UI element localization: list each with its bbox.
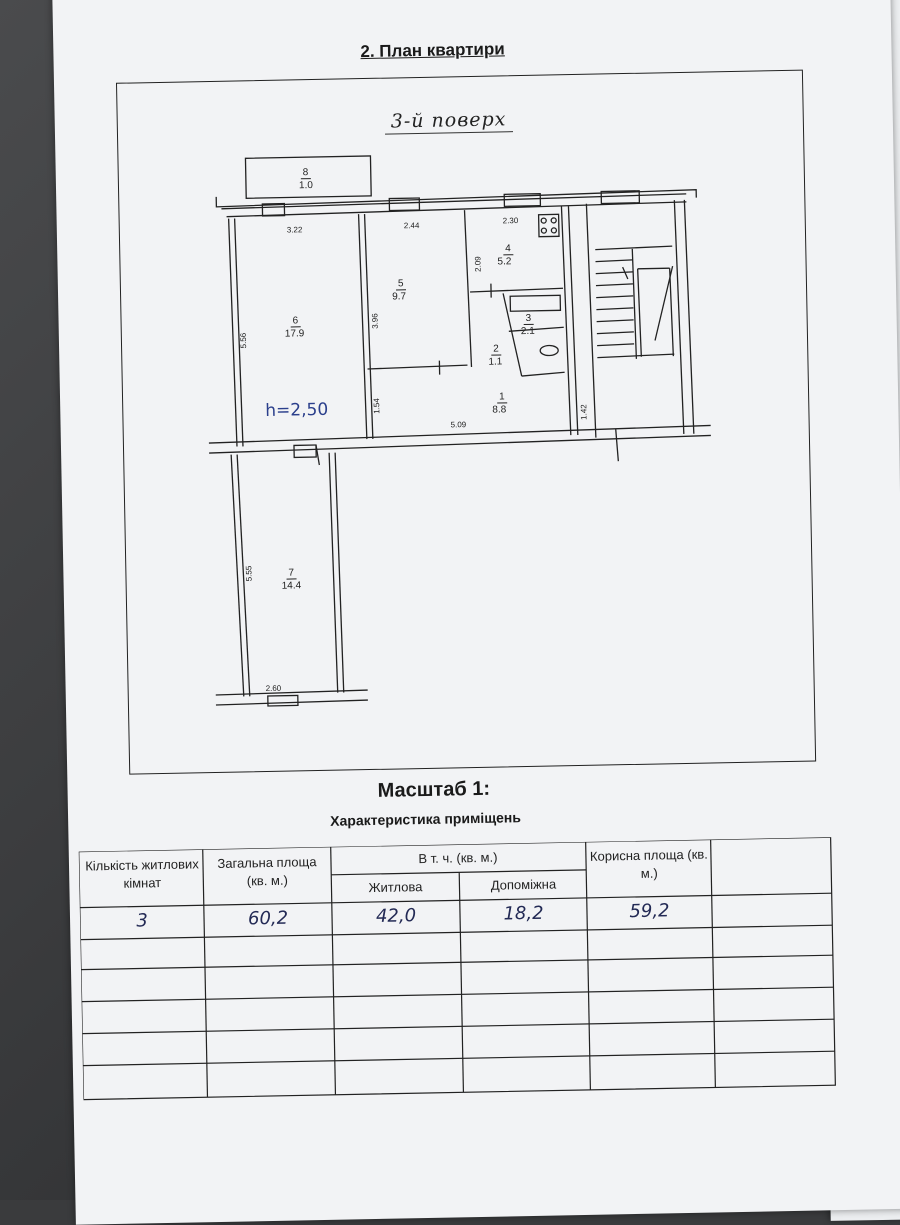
value-total-area: 60,2 <box>204 907 332 930</box>
characteristics-table: Кількість житлових кімнат Загальна площа… <box>79 837 838 1101</box>
dimension-corridor-depth: 1.42 <box>579 404 588 420</box>
dimension-hall-depth: 1.54 <box>372 398 381 414</box>
floor-plan-drawing <box>52 0 900 880</box>
room-2-number: 2 <box>491 343 501 355</box>
header-total-area: Загальна площа (кв. м.) <box>207 853 328 891</box>
room-2-area: 1.1 <box>488 356 502 367</box>
room-3-area: 2.1 <box>521 326 535 337</box>
header-useful-area: Корисна площа (кв. м.) <box>590 846 709 884</box>
room-7-area: 14.4 <box>282 580 302 591</box>
document-sheet: 2. План квартири 3-й поверх <box>52 0 900 1225</box>
room-8-number: 8 <box>301 167 311 179</box>
room-7-number: 7 <box>286 567 296 579</box>
value-useful-area: 59,2 <box>587 900 712 923</box>
room-8-area: 1.0 <box>299 180 313 191</box>
dimension-room5-width: 2.44 <box>404 221 420 230</box>
ceiling-height-note: h=2,50 <box>265 400 328 421</box>
value-rooms-count: 3 <box>80 909 204 932</box>
room-1-area: 8.8 <box>492 404 506 415</box>
room-1-number: 1 <box>497 391 507 403</box>
value-auxiliary: 18,2 <box>460 902 587 925</box>
dimension-room4-width: 2.30 <box>503 216 519 225</box>
header-auxiliary: Допоміжна <box>463 875 583 895</box>
room-6-number: 6 <box>290 315 300 327</box>
dimension-room6-depth: 5.56 <box>239 333 248 349</box>
dimension-hall-width: 5.09 <box>451 420 467 429</box>
room-4-area: 5.2 <box>497 256 511 267</box>
header-rooms-count: Кількість житлових кімнат <box>85 855 200 893</box>
value-living: 42,0 <box>332 904 460 927</box>
dimension-room7-width: 2.60 <box>266 684 282 693</box>
dimension-room5-depth: 3.96 <box>370 313 379 329</box>
dimension-room7-depth: 5.55 <box>244 566 253 582</box>
room-3-number: 3 <box>523 313 533 325</box>
room-6-area: 17.9 <box>285 328 305 339</box>
room-4-number: 4 <box>503 243 513 255</box>
dimension-room6-width: 3.22 <box>287 225 303 234</box>
room-5-area: 9.7 <box>392 291 406 302</box>
dimension-room4-depth: 2.09 <box>473 256 482 272</box>
header-living: Житлова <box>335 877 455 897</box>
room-5-number: 5 <box>396 278 406 290</box>
scale-label: Масштаб 1: <box>377 778 490 803</box>
